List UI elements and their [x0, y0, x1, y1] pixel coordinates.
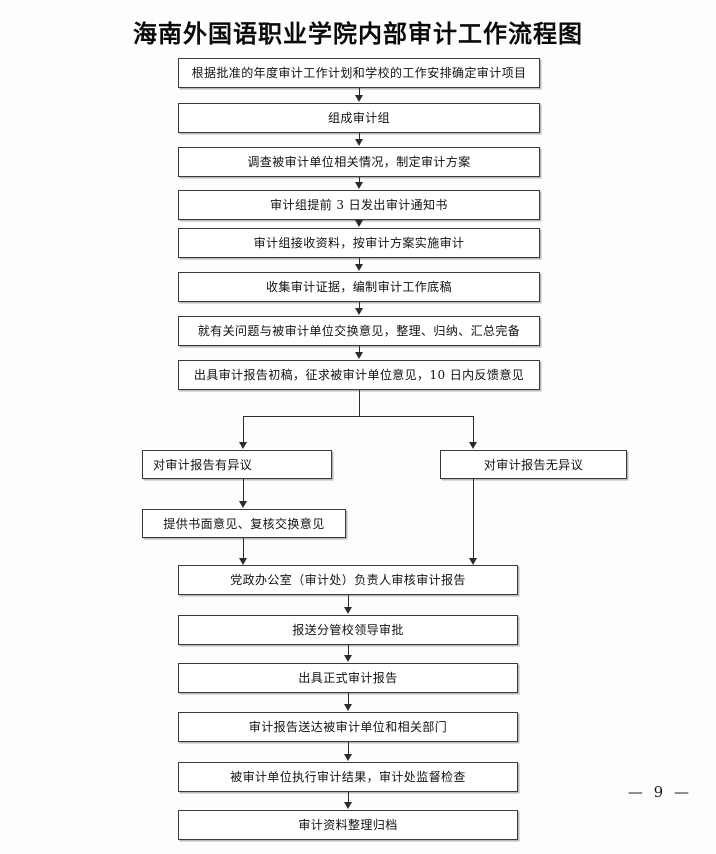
arrowhead-icon	[355, 182, 363, 189]
connector-n14-n15	[348, 693, 349, 705]
flow-node-provide-written-opinion-review[interactable]: 提供书面意见、复核交换意见	[142, 509, 346, 538]
connector-n11-n12	[243, 538, 244, 559]
arrowhead-icon	[344, 655, 352, 662]
flow-node-issue-audit-notice[interactable]: 审计组提前 3 日发出审计通知书	[178, 190, 540, 220]
arrowhead-icon	[355, 352, 363, 359]
arrowhead-icon	[469, 558, 477, 565]
connector-n3-n4	[359, 177, 360, 183]
page-number: — 9 —	[627, 783, 692, 801]
flow-node-issue-formal-report[interactable]: 出具正式审计报告	[178, 663, 518, 693]
flow-node-deliver-report[interactable]: 审计报告送达被审计单位和相关部门	[178, 712, 518, 742]
arrowhead-icon	[344, 704, 352, 711]
flow-node-collect-evidence-working-papers[interactable]: 收集审计证据，编制审计工作底稿	[178, 272, 540, 302]
flow-node-investigate-and-plan[interactable]: 调查被审计单位相关情况，制定审计方案	[178, 147, 540, 177]
flow-node-label: 审计资料整理归档	[298, 818, 398, 832]
connector-n6-n7	[359, 302, 360, 309]
flow-node-label: 出具正式审计报告	[298, 671, 398, 685]
flow-node-label: 收集审计证据，编制审计工作底稿	[265, 280, 452, 294]
flow-node-label: 审计报告送达被审计单位和相关部门	[248, 720, 448, 734]
flow-node-label: 被审计单位执行审计结果，审计处监督检查	[230, 770, 466, 784]
flow-node-has-objection[interactable]: 对审计报告有异议	[142, 450, 332, 479]
connector-split-right-drop	[473, 416, 474, 443]
flow-node-label: 报送分管校领导审批	[292, 623, 404, 637]
arrowhead-icon	[239, 501, 247, 508]
flow-node-label: 就有关问题与被审计单位交换意见，整理、归纳、汇总完备	[197, 324, 521, 338]
connector-n15-n16	[348, 742, 349, 755]
connector-n5-n6	[359, 258, 360, 265]
flow-node-no-objection[interactable]: 对审计报告无异议	[440, 450, 627, 479]
arrowhead-icon	[355, 95, 363, 102]
flow-node-label: 审计组接收资料，按审计方案实施审计	[253, 236, 465, 250]
flow-node-office-head-review[interactable]: 党政办公室（审计处）负责人审核审计报告	[178, 565, 518, 595]
flow-node-archive-materials[interactable]: 审计资料整理归档	[178, 810, 518, 840]
connector-n16-n17	[348, 792, 349, 803]
page-title: 海南外国语职业学院内部审计工作流程图	[133, 19, 583, 48]
flow-node-label: 对审计报告有异议	[153, 457, 253, 472]
connector-n13-n14	[348, 645, 349, 656]
flow-node-label: 党政办公室（审计处）负责人审核审计报告	[230, 573, 466, 587]
flow-node-label: 调查被审计单位相关情况，制定审计方案	[247, 155, 471, 169]
arrowhead-icon	[355, 264, 363, 271]
flow-node-submit-to-leader-approval[interactable]: 报送分管校领导审批	[178, 615, 518, 645]
flow-node-form-audit-team[interactable]: 组成审计组	[178, 103, 540, 133]
flow-node-determine-audit-project[interactable]: 根据批准的年度审计工作计划和学校的工作安排确定审计项目	[178, 58, 540, 88]
arrowhead-icon	[344, 754, 352, 761]
connector-n1-n2	[359, 88, 360, 96]
connector-split-left-drop	[243, 416, 244, 443]
flow-node-draft-audit-report[interactable]: 出具审计报告初稿，征求被审计单位意见，10 日内反馈意见	[178, 360, 540, 390]
flow-node-exchange-opinions-summarize[interactable]: 就有关问题与被审计单位交换意见，整理、归纳、汇总完备	[178, 316, 540, 346]
flow-node-label: 审计组提前 3 日发出审计通知书	[270, 198, 448, 212]
flow-node-label: 提供书面意见、复核交换意见	[163, 516, 325, 531]
connector-n7-n8	[359, 346, 360, 353]
arrowhead-icon	[355, 220, 363, 227]
flow-node-label: 出具审计报告初稿，征求被审计单位意见，10 日内反馈意见	[193, 368, 525, 382]
flow-node-receive-materials-implement-audit[interactable]: 审计组接收资料，按审计方案实施审计	[178, 228, 540, 258]
connector-split-bar	[243, 416, 474, 417]
connector-n9-n11	[243, 479, 244, 502]
arrowhead-icon	[239, 558, 247, 565]
connector-n12-n13	[348, 595, 349, 608]
flow-node-label: 对审计报告无异议	[483, 457, 584, 472]
connector-n2-n3	[359, 133, 360, 140]
connector-n10-n12	[473, 479, 474, 559]
arrowhead-icon	[355, 308, 363, 315]
flow-node-label: 根据批准的年度审计工作计划和学校的工作安排确定审计项目	[191, 66, 527, 80]
arrowhead-icon	[355, 139, 363, 146]
flow-node-label: 组成审计组	[327, 111, 390, 125]
arrowhead-icon	[469, 442, 477, 449]
connector-split-stem	[359, 390, 360, 416]
arrowhead-icon	[239, 442, 247, 449]
arrowhead-icon	[344, 607, 352, 614]
arrowhead-icon	[344, 802, 352, 809]
flow-node-execute-results-supervise[interactable]: 被审计单位执行审计结果，审计处监督检查	[178, 762, 518, 792]
